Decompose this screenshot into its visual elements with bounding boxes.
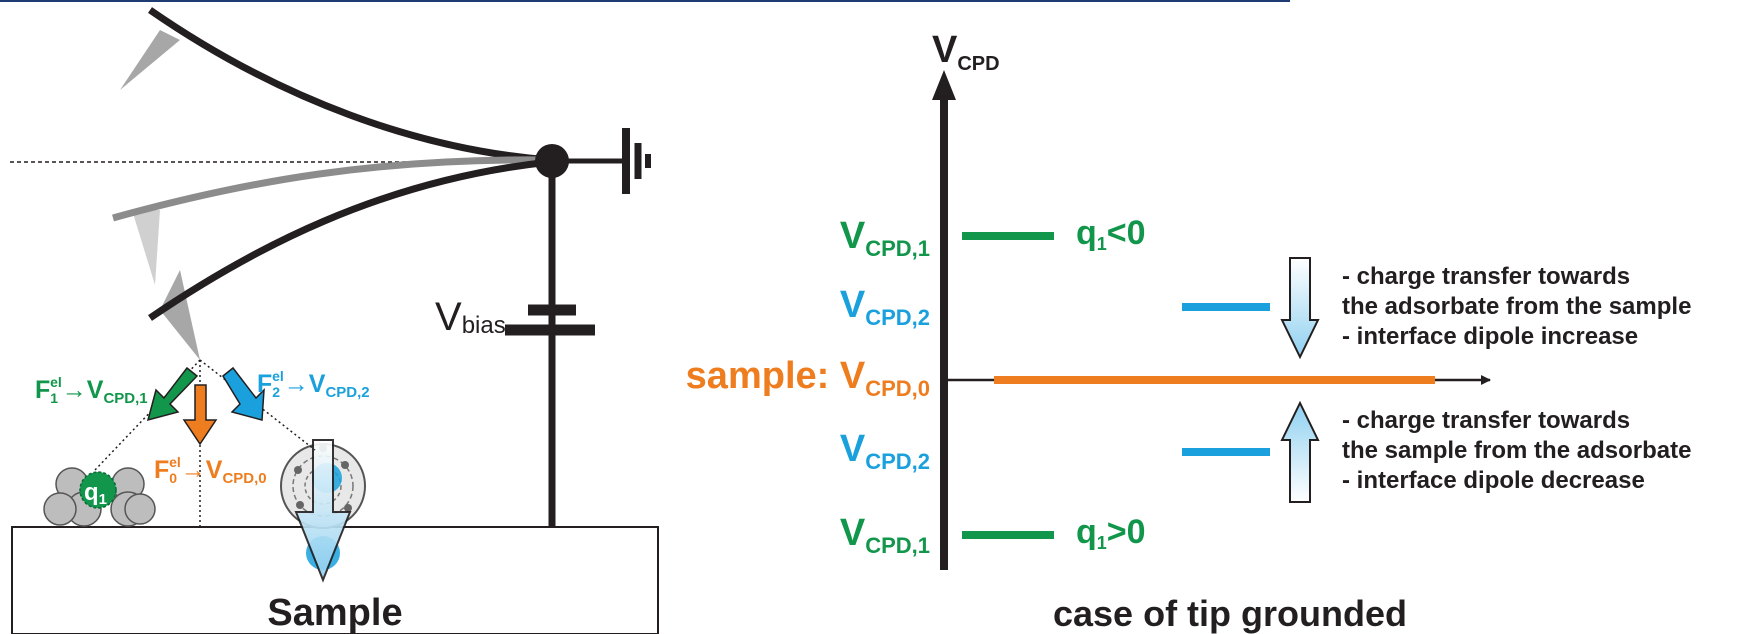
force-label-green: F1el→VCPD,1 <box>35 374 148 407</box>
level-label-cpd0: sample: VCPD,0 <box>686 355 930 401</box>
dipole-arrow <box>294 439 352 583</box>
bias-label: Vbias <box>435 295 506 339</box>
force-arrow-orange <box>182 384 218 446</box>
level-label-cpd1-bottom: VCPD,1 <box>840 512 930 558</box>
note-up-line-1: - charge transfer towards <box>1342 407 1630 434</box>
force-label-blue: F2el→VCPD,2 <box>257 368 370 401</box>
note-down-line-1: - charge transfer towards <box>1342 263 1630 290</box>
cantilever-icon <box>112 7 551 360</box>
fullerene-icon <box>280 439 366 583</box>
charged-adatom <box>79 471 117 509</box>
down-block-arrow-icon <box>1280 257 1320 360</box>
force-arrow-blue <box>222 366 265 421</box>
level-label-cpd2-bottom: VCPD,2 <box>840 428 930 474</box>
tip-upper <box>120 30 180 90</box>
lever-upper <box>148 7 551 164</box>
note-down-line-3: - interface dipole increase <box>1342 323 1638 350</box>
lever-middle <box>112 156 551 222</box>
note-charge-to-sample: - charge transfer towards the sample fro… <box>1342 407 1691 494</box>
vcpd-axis-label: VCPD <box>932 29 1000 75</box>
vcpd-axis-arrowhead <box>932 70 956 100</box>
level-label-cpd2-top: VCPD,2 <box>840 284 930 330</box>
adatom-cluster-icon <box>43 467 156 527</box>
sample-label: Sample <box>267 592 402 634</box>
force-arrow-green <box>146 366 199 422</box>
note-charge-to-adsorbate: - charge transfer towards the adsorbate … <box>1342 263 1691 350</box>
note-up-line-3: - interface dipole decrease <box>1342 467 1645 494</box>
note-up-line-2: the sample from the adsorbate <box>1342 437 1691 464</box>
battery-icon <box>505 304 595 336</box>
note-down-line-2: the adsorbate from the sample <box>1342 293 1691 320</box>
note-q1-positive: q1>0 <box>1076 513 1146 553</box>
tip-lower <box>160 270 200 360</box>
note-q1-negative: q1<0 <box>1076 214 1146 254</box>
level-label-cpd1-top: VCPD,1 <box>840 215 930 261</box>
ground-symbol-icon <box>622 128 651 194</box>
charge-q1-label: q1 <box>84 479 107 508</box>
up-block-arrow-icon <box>1280 400 1320 503</box>
caption: case of tip grounded <box>1053 593 1407 634</box>
tip-middle <box>132 210 160 285</box>
force-label-orange: F0el→VCPD,0 <box>154 454 267 487</box>
lever-lower <box>148 158 551 321</box>
left-panel: Vbias Sample q1 <box>10 7 659 634</box>
right-panel: VCPD VCPD,1 VCPD,2 sample: VCPD,0 VCPD,2… <box>686 29 1692 634</box>
